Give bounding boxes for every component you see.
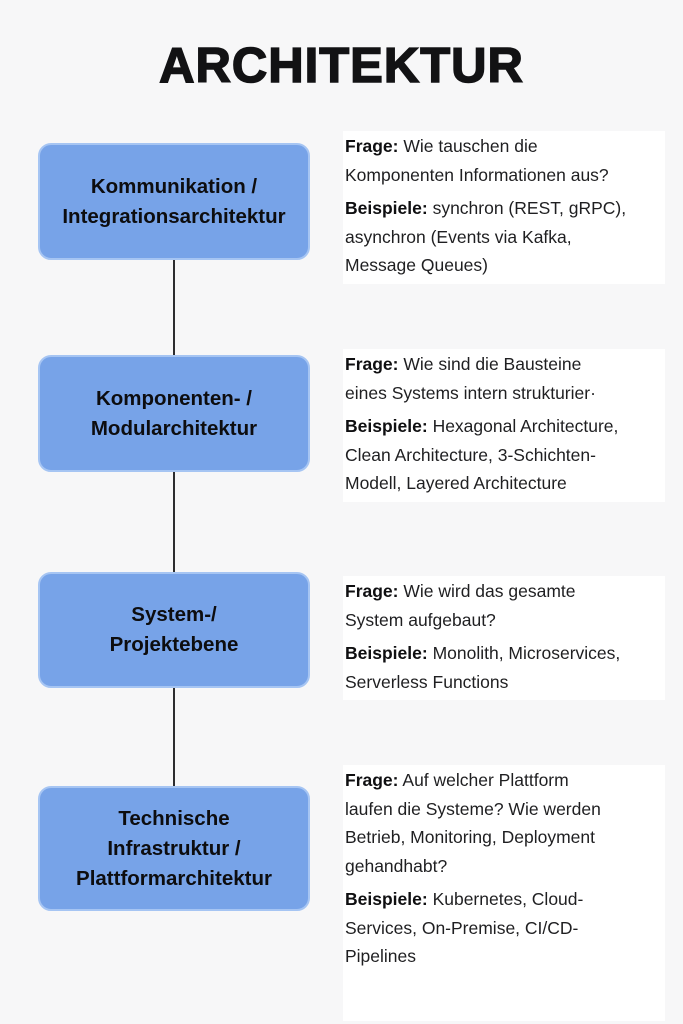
box-label: Komponenten- / Modularchitektur — [90, 386, 258, 440]
box-technische-infrastruktur-plattformarchitektur: Technische Infrastruktur / Plattformarch… — [38, 786, 310, 911]
beispiele-label: Beispiele: — [345, 198, 428, 218]
beispiele-paragraph: Beispiele: Monolith, Microservices, Serv… — [345, 639, 661, 696]
beispiele-label: Beispiele: — [345, 889, 428, 909]
frage-paragraph: Frage: Wie sind die Bausteine eines Syst… — [345, 350, 661, 407]
connector-line-2 — [173, 472, 175, 572]
box-kommunikation-integrationsarchitektur: Kommunikation / Integrationsarchitektur — [38, 143, 310, 260]
box-label: Technische Infrastruktur / Plattformarch… — [76, 806, 272, 890]
section-text-komponenten: Frage: Wie sind die Bausteine eines Syst… — [343, 349, 665, 502]
frage-text: Wie tauschen die Komponenten Information… — [345, 136, 609, 185]
beispiele-label: Beispiele: — [345, 416, 428, 436]
connector-line-3 — [173, 688, 175, 786]
section-text-kommunikation: Frage: Wie tauschen die Komponenten Info… — [343, 131, 665, 284]
frage-text: Wie wird das gesamte System aufgebaut? — [345, 581, 576, 630]
beispiele-paragraph: Beispiele: Kubernetes, Cloud- Services, … — [345, 885, 661, 971]
beispiele-paragraph: Beispiele: Hexagonal Architecture, Clean… — [345, 412, 661, 498]
beispiele-text: Kubernetes, Cloud- Services, On-Premise,… — [345, 889, 584, 966]
beispiele-label: Beispiele: — [345, 643, 428, 663]
frage-paragraph: Frage: Wie tauschen die Komponenten Info… — [345, 132, 661, 189]
frage-paragraph: Frage: Auf welcher Plattform laufen die … — [345, 766, 661, 880]
frage-label: Frage: — [345, 581, 399, 601]
section-text-system: Frage: Wie wird das gesamte System aufge… — [343, 576, 665, 700]
section-text-infrastruktur: Frage: Auf welcher Plattform laufen die … — [343, 765, 665, 1021]
frage-text: Auf welcher Plattform laufen die Systeme… — [345, 770, 601, 876]
box-label: Kommunikation / Integrationsarchitektur — [62, 174, 286, 228]
connector-line-1 — [173, 260, 175, 355]
frage-paragraph: Frage: Wie wird das gesamte System aufge… — [345, 577, 661, 634]
beispiele-paragraph: Beispiele: synchron (REST, gRPC), asynch… — [345, 194, 661, 280]
box-label: System-/ Projektebene — [109, 603, 239, 656]
frage-label: Frage: — [345, 136, 399, 156]
beispiele-text: synchron (REST, gRPC), asynchron (Events… — [345, 198, 627, 275]
box-system-projektebene: System-/ Projektebene — [38, 572, 310, 688]
frage-text: Wie sind die Bausteine eines Systems int… — [345, 354, 596, 403]
beispiele-text: Monolith, Microservices, Serverless Func… — [345, 643, 621, 692]
frage-label: Frage: — [345, 770, 399, 790]
box-komponenten-modularchitektur: Komponenten- / Modularchitektur — [38, 355, 310, 472]
beispiele-text: Hexagonal Architecture, Clean Architectu… — [345, 416, 619, 493]
frage-label: Frage: — [345, 354, 399, 374]
page-title: ARCHITEKTUR — [158, 38, 524, 94]
